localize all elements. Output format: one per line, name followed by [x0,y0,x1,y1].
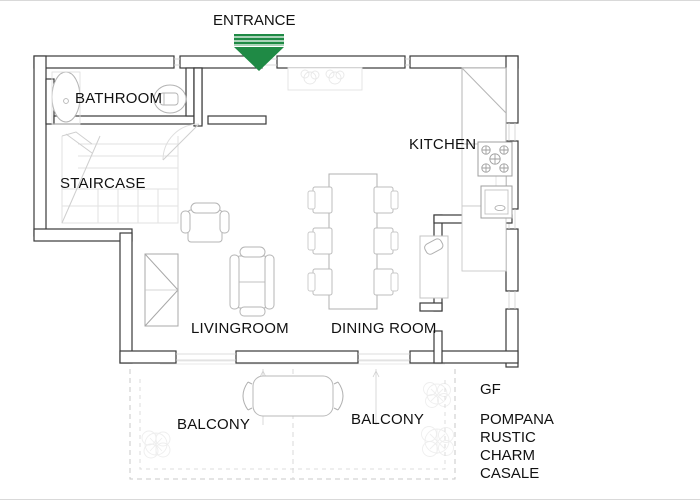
bathroom-door [162,123,200,161]
floor-code: GF [480,381,501,398]
room-label-bathroom: BATHROOM [75,90,163,107]
patio-table [242,375,344,417]
room-label-kitchen: KITCHEN [409,136,477,153]
entrance-arrow-icon [234,34,284,71]
entrance-label: ENTRANCE [213,12,296,29]
staircase-steps [61,131,179,224]
room-label-livingroom: LIVINGROOM [191,320,289,337]
toilet [153,84,187,114]
bathtub [51,71,81,125]
shrub-icon-group [141,382,454,459]
two-seat-sofa [229,246,275,317]
room-label-balcony-right: BALCONY [351,411,425,428]
cooktop-5-burner [477,141,513,177]
caption-line-1: POMPANA [480,411,554,428]
french-door [144,253,179,327]
console-table [287,67,363,91]
interior-partitions [193,67,203,127]
room-label-balcony-left: BALCONY [177,416,251,433]
sideboard [419,235,449,299]
armchair [180,202,230,243]
dining-table [307,173,399,310]
caption-line-3: CHARM [480,447,535,464]
room-label-diningroom: DINING ROOM [331,320,437,337]
caption-line-2: RUSTIC [480,429,536,446]
room-label-staircase: STAIRCASE [60,175,146,192]
kitchen-sink [480,185,513,219]
caption-line-4: CASALE [480,465,540,482]
